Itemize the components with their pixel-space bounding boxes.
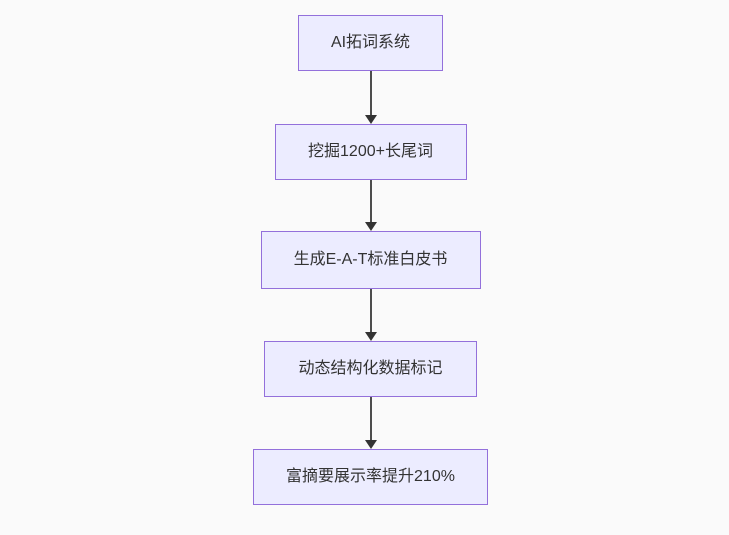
arrowhead-icon bbox=[364, 440, 377, 449]
arrow-down-icon bbox=[364, 180, 378, 231]
arrowhead-icon bbox=[364, 222, 377, 231]
flow-node-rich-snippet-rate-increase: 富摘要展示率提升210% bbox=[253, 449, 488, 505]
arrow-line bbox=[369, 289, 372, 332]
flowchart: AI拓词系统 挖掘1200+长尾词 生成E-A-T标准白皮书 动态结构化数据标记… bbox=[6, 15, 729, 505]
arrowhead-icon bbox=[364, 332, 377, 341]
flow-node-generate-eat-whitepaper: 生成E-A-T标准白皮书 bbox=[260, 231, 481, 289]
flow-node-ai-word-expansion-system: AI拓词系统 bbox=[298, 15, 443, 71]
arrow-down-icon bbox=[364, 397, 378, 449]
arrow-line bbox=[369, 397, 372, 440]
arrow-down-icon bbox=[364, 71, 378, 124]
arrow-line bbox=[369, 71, 372, 115]
flow-node-dynamic-structured-data-markup: 动态结构化数据标记 bbox=[264, 341, 477, 397]
arrow-line bbox=[369, 180, 372, 222]
flow-node-mine-longtail-keywords: 挖掘1200+长尾词 bbox=[274, 124, 467, 180]
arrowhead-icon bbox=[364, 115, 377, 124]
arrow-down-icon bbox=[364, 289, 378, 341]
